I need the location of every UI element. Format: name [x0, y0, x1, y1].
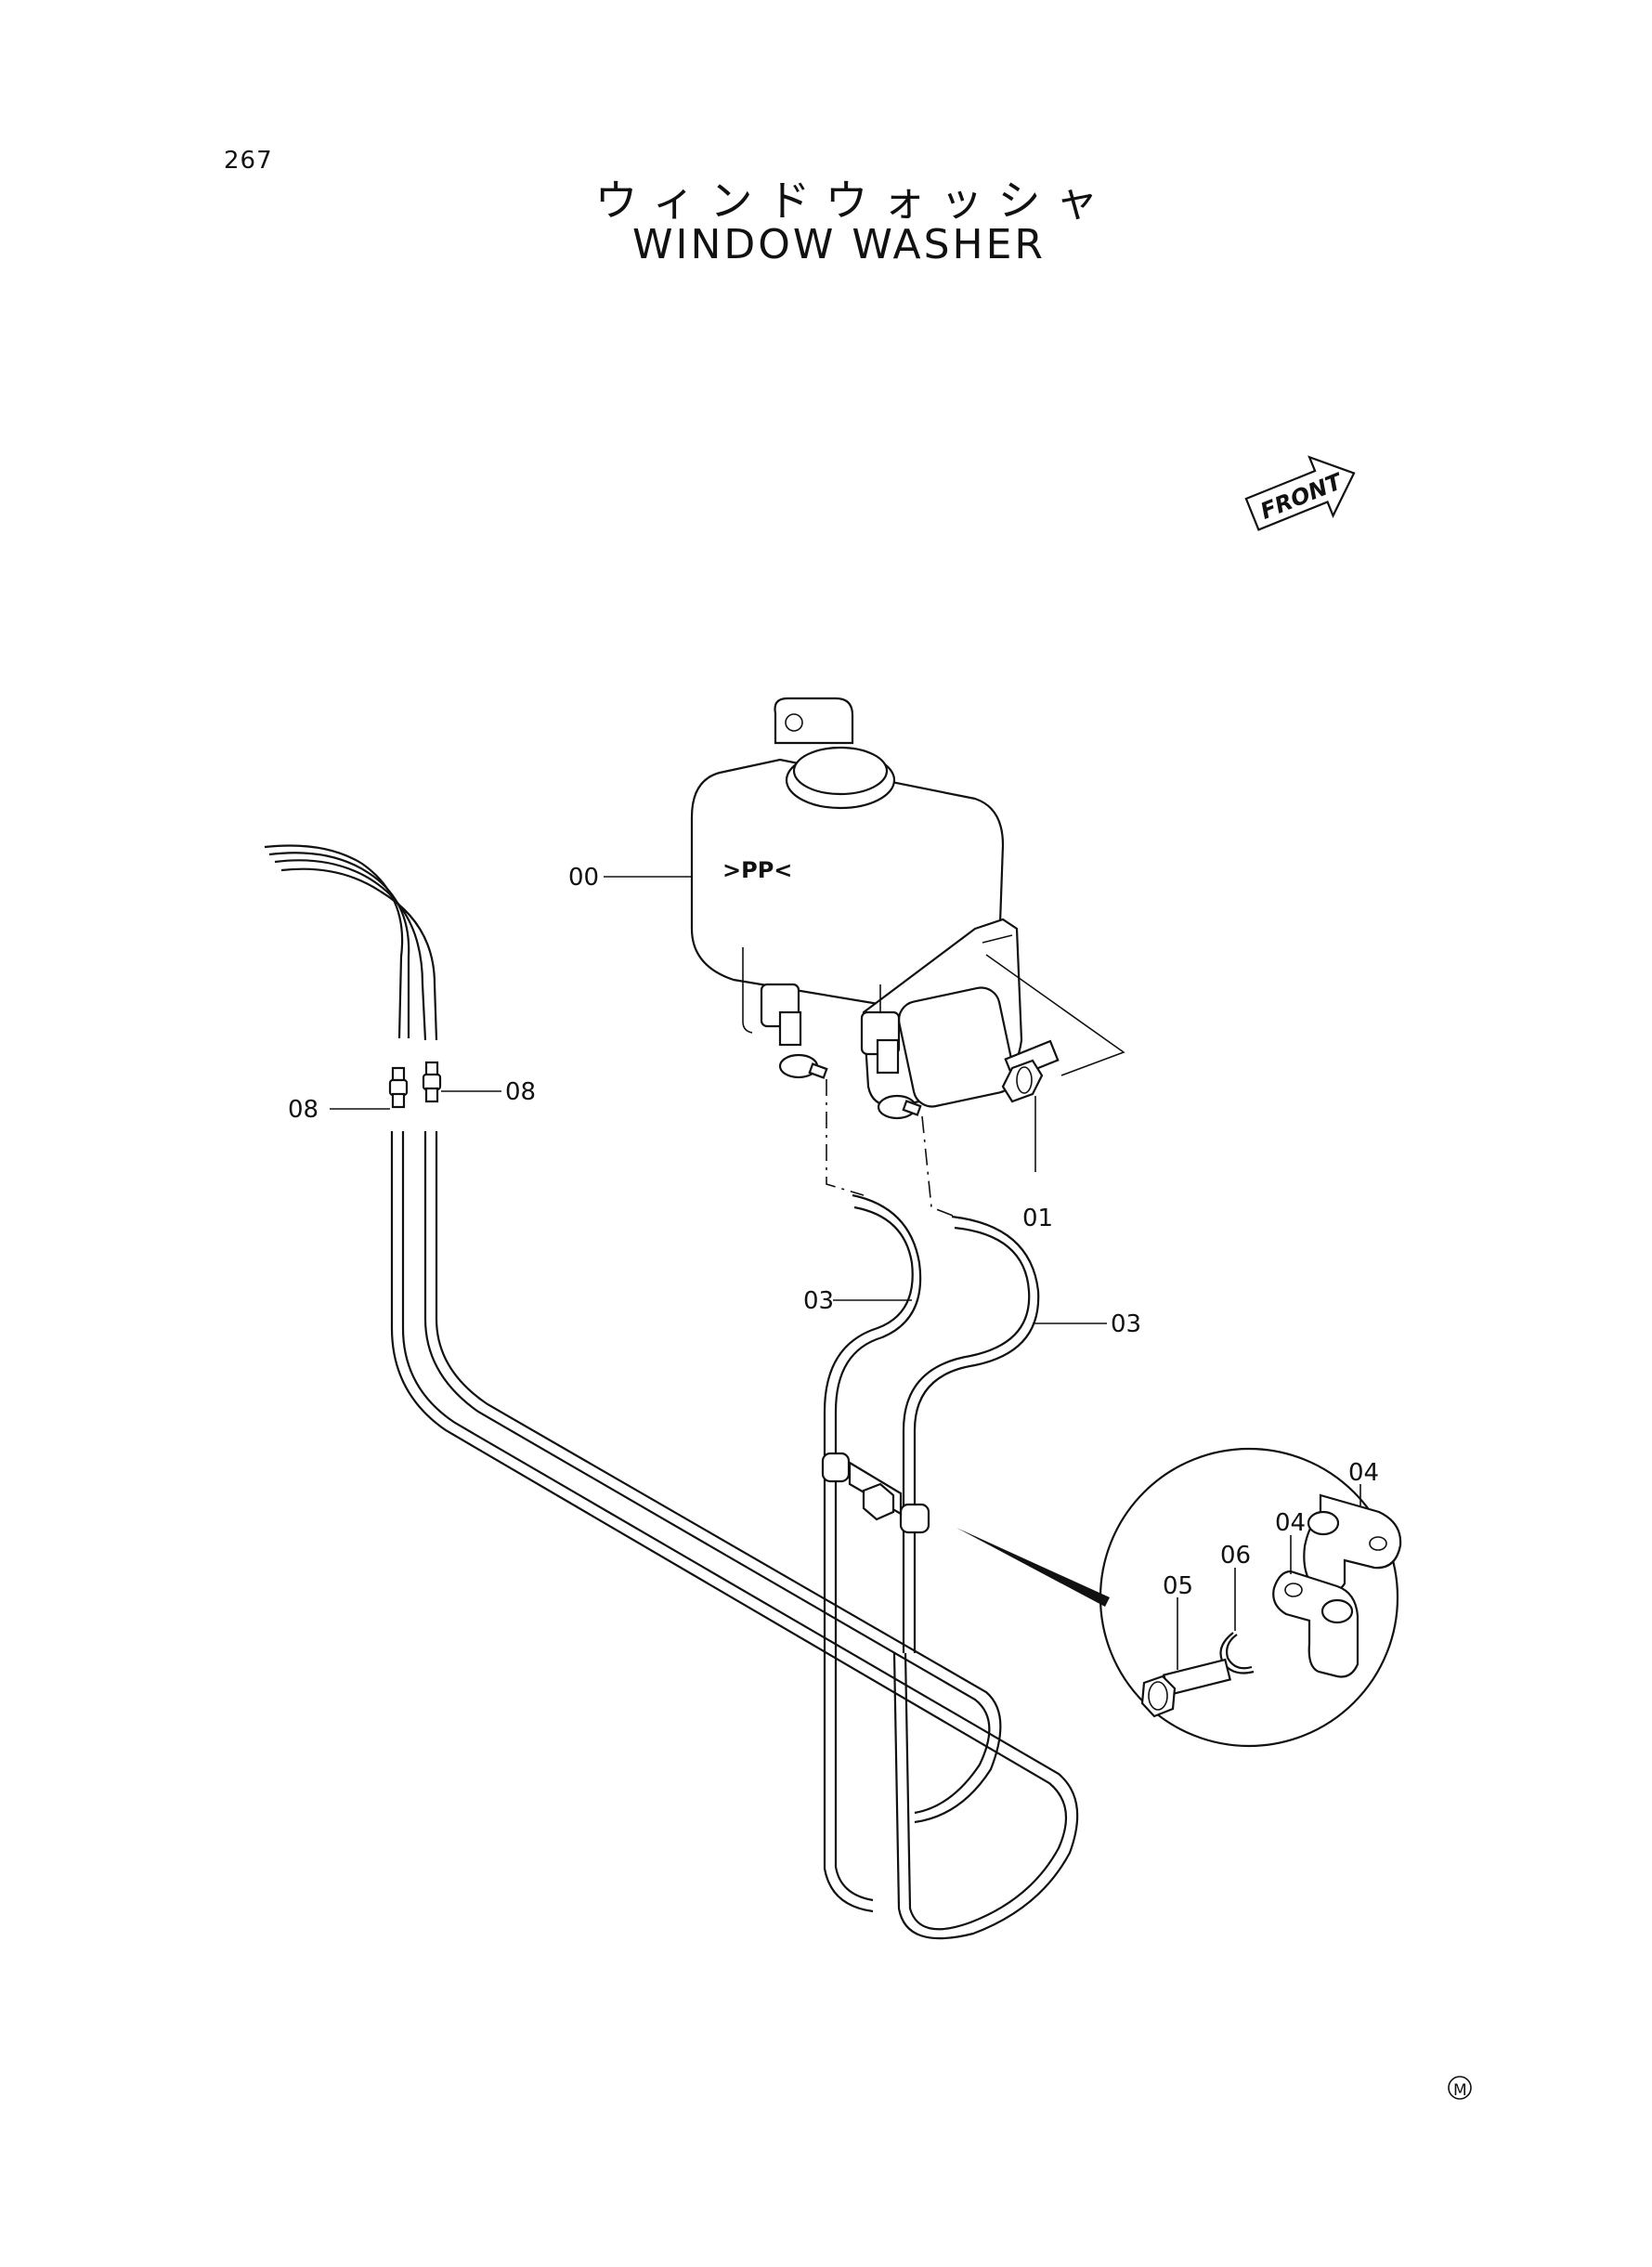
leader-lines — [330, 876, 1361, 1670]
tube-clamp-detail — [1099, 1447, 1402, 1748]
upper-tubes — [264, 844, 438, 1041]
clamp-bolt-05 — [1140, 1658, 1231, 1718]
callout-joint-right: 08 — [505, 1078, 536, 1106]
corner-mark-icon: M — [1448, 2076, 1472, 2100]
callout-clamp-upper: 04 — [1348, 1459, 1379, 1487]
front-arrow-icon: FRONT — [1244, 455, 1356, 531]
long-tubes — [390, 1131, 1079, 1940]
callout-bolt: 01 — [1022, 1205, 1053, 1232]
clamp-lower — [1272, 1570, 1359, 1678]
callout-clamp-bolt: 05 — [1163, 1572, 1193, 1600]
title-japanese: ウィンドウォッシャ — [594, 176, 1113, 226]
clamp-assembly — [821, 1452, 1110, 1607]
page-number: 267 — [224, 147, 273, 175]
callout-washer: 06 — [1220, 1542, 1251, 1570]
callout-joint-left: 08 — [288, 1096, 319, 1124]
washer-tank: >PP< — [690, 697, 1023, 1120]
callout-hose-right: 03 — [1111, 1310, 1141, 1338]
hoses — [823, 1193, 1040, 1913]
tank-marking: >PP< — [722, 857, 792, 883]
callout-hose-left: 03 — [803, 1287, 834, 1315]
bolt-01 — [985, 954, 1125, 1172]
callout-tank: 00 — [568, 864, 599, 892]
clamp-upper — [1303, 1493, 1402, 1593]
title-english: WINDOW WASHER — [632, 221, 1046, 268]
corner-mark-label: M — [1453, 2081, 1467, 2100]
callout-clamp-lower: 04 — [1275, 1509, 1306, 1537]
joint-left — [388, 1066, 409, 1109]
joint-right — [422, 1061, 442, 1103]
